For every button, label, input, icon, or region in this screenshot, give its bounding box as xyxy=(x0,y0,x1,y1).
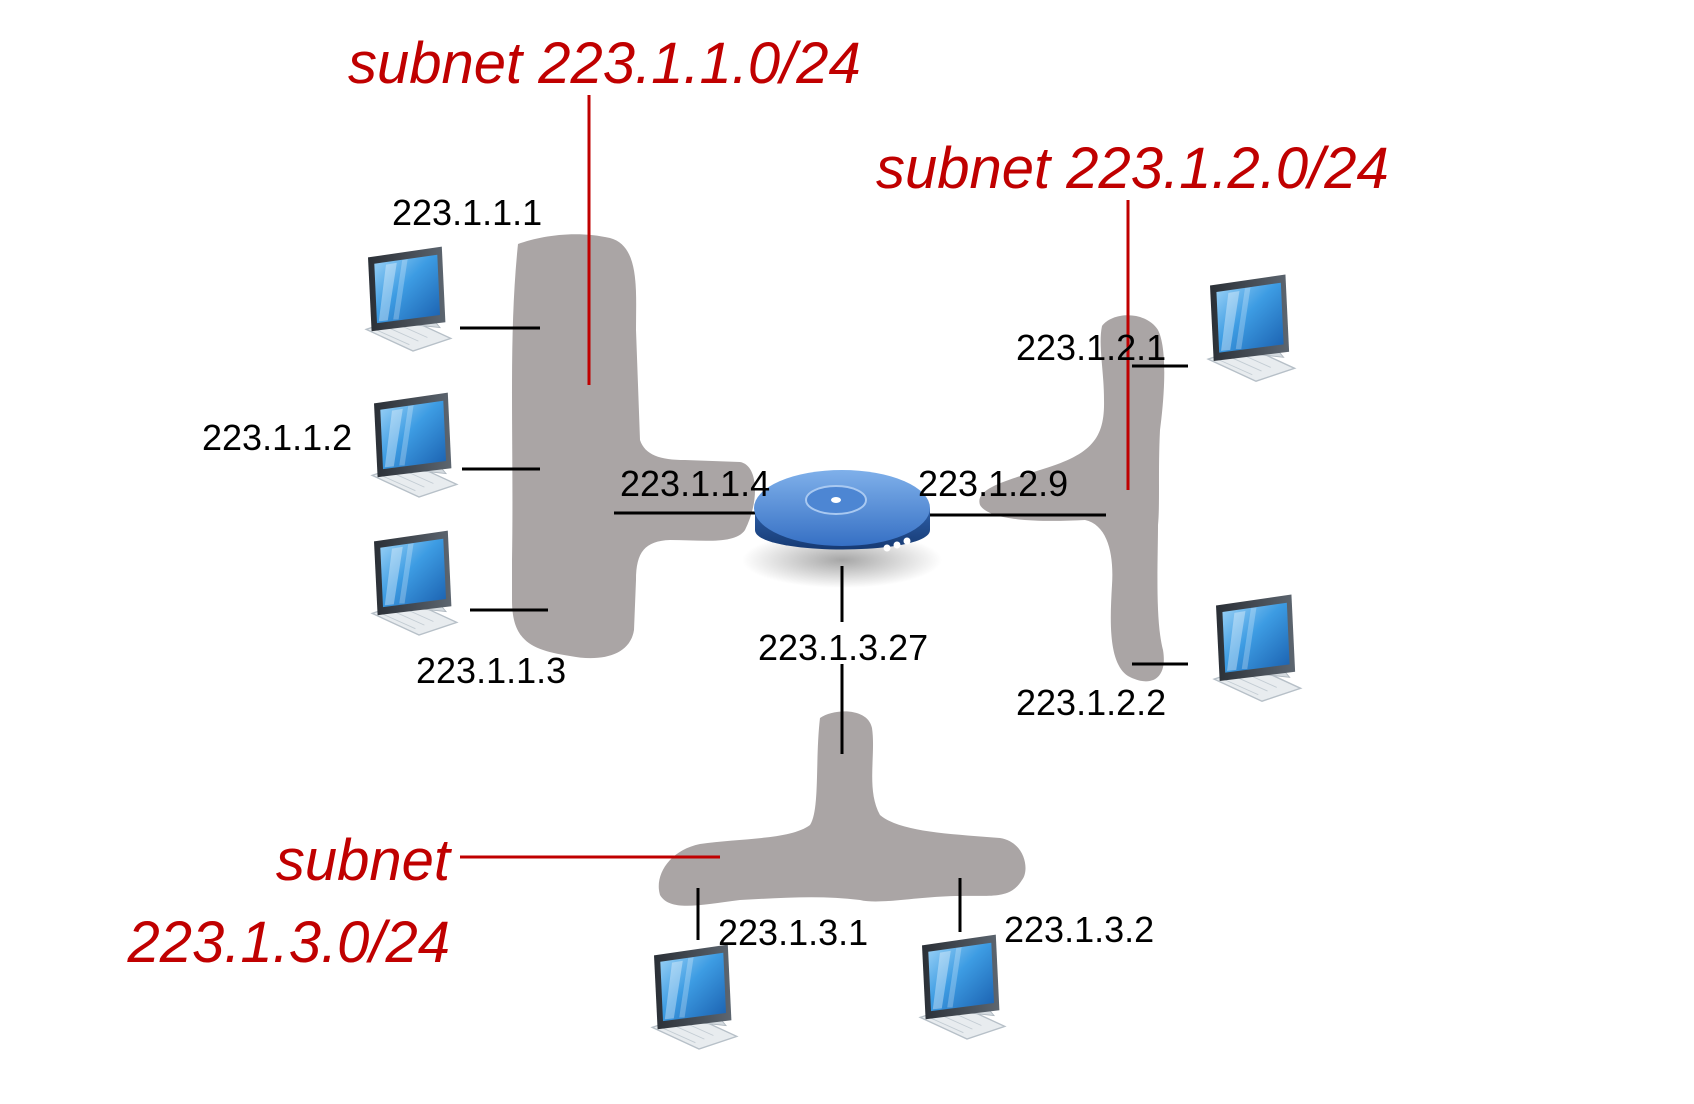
host-ip-label: 223.1.2.1 xyxy=(1016,327,1166,368)
subnet-1-shape xyxy=(512,234,756,659)
host-ip-label: 223.1.3.1 xyxy=(718,912,868,953)
computer-icon-223-1-3-2 xyxy=(919,933,1006,1040)
computer-icon-223-1-1-2 xyxy=(371,391,458,498)
subnet-2-label: subnet 223.1.2.0/24 xyxy=(876,136,1389,201)
router-interface-label: 223.1.2.9 xyxy=(918,463,1068,504)
computer-icon-223-1-1-3 xyxy=(371,529,458,636)
host-ip-label: 223.1.1.2 xyxy=(202,417,352,458)
computer-icon-223-1-2-2 xyxy=(1213,593,1302,702)
host-ip-label: 223.1.2.2 xyxy=(1016,682,1166,723)
host-ip-label: 223.1.1.1 xyxy=(392,192,542,233)
subnet-3-label-address: 223.1.3.0/24 xyxy=(126,910,450,975)
subnet-2-shape xyxy=(979,315,1165,682)
computer-icon-223-1-2-1 xyxy=(1207,273,1296,382)
computer-icon-223-1-1-1 xyxy=(365,245,452,352)
subnet-1-label: subnet 223.1.1.0/24 xyxy=(348,31,861,96)
router-interface-label: 223.1.1.4 xyxy=(620,463,770,504)
router-icon xyxy=(742,470,942,588)
computer-icon-223-1-3-1 xyxy=(651,943,738,1050)
host-ip-label: 223.1.1.3 xyxy=(416,650,566,691)
subnet-3-label-prefix: subnet xyxy=(276,828,453,893)
subnet-3-shape xyxy=(658,711,1026,906)
router-interface-label: 223.1.3.27 xyxy=(758,627,928,668)
host-ip-label: 223.1.3.2 xyxy=(1004,909,1154,950)
